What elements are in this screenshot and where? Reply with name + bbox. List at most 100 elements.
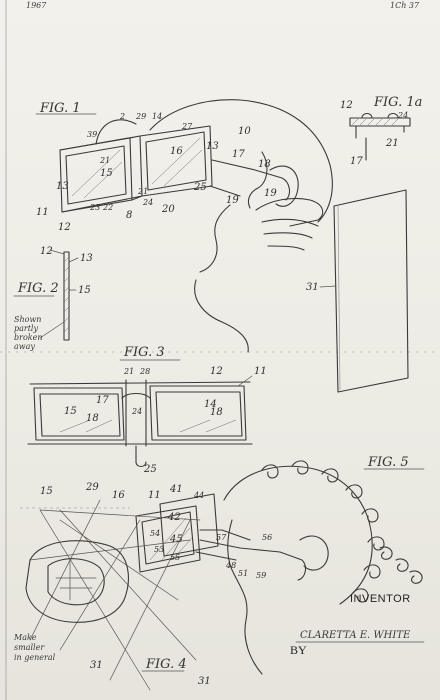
fig1-label-13: 11: [36, 207, 49, 218]
fig1-label-8: 17: [232, 149, 245, 160]
fig1a-label-1: 24: [397, 111, 408, 120]
fig4-label-17: 31: [198, 676, 211, 687]
fig4-label-11: 57: [216, 533, 227, 542]
fig4-label-1: 29: [85, 482, 99, 493]
fig4-front-lens: [135, 505, 201, 573]
fig4-label-15: 59: [256, 571, 266, 580]
fig4-title: FIG. 4: [145, 657, 187, 672]
fig1-label-15: 23: [89, 203, 100, 212]
fig4-lens-hatching: [149, 517, 193, 563]
fig3-leader-11: [237, 375, 253, 387]
fig1-label-1: 29: [135, 112, 146, 121]
fig1a-label-0: 12: [340, 100, 353, 111]
inventor-label: INVENTOR: [350, 593, 411, 605]
fig4-temple-arm: [195, 529, 307, 581]
fig1-label-9: 18: [258, 159, 271, 170]
fig1-label-7: 13: [206, 141, 219, 152]
fig1-rear-frame: [139, 125, 213, 197]
fig4-head-profile: [223, 465, 373, 675]
fig2-note-line-3: away: [14, 342, 35, 351]
fig4-label-2: 16: [112, 490, 125, 501]
inventor-name: CLARETTA E. WHITE: [300, 630, 411, 641]
fig3-label-0: 21: [123, 367, 134, 376]
fig3-label-9: 18: [210, 407, 223, 418]
signature-block: INVENTOR BY CLARETTA E. WHITE: [290, 593, 425, 657]
fig1-label-4: 10: [238, 126, 251, 137]
by-label: BY: [290, 643, 307, 657]
fig1-temple-arm: [209, 159, 291, 201]
fig3-label-2: 12: [210, 366, 223, 377]
fig1-label-14: 12: [58, 222, 71, 233]
margin-note-line-2: in general: [14, 653, 56, 662]
fig1-label-12: 13: [56, 181, 69, 192]
fig4-label-6: 42: [167, 512, 181, 523]
margin-note-line-1: smaller: [14, 643, 45, 652]
header-right: 1Ch 37: [390, 1, 420, 10]
fig1-hand: [255, 197, 324, 251]
fig4-group: FIG. 4 15 29 16 11 41 44 42 54 45 53 55 …: [20, 460, 423, 691]
fig2-lens-section: [63, 251, 70, 341]
fig1-label-19: 19: [264, 188, 277, 199]
fig1-connecting-rods: [59, 119, 143, 213]
fig1-group: FIG. 1 2 29 14 27 10 39 16 13 17 18 21: [35, 99, 333, 353]
fig2-note-line-2: broken: [14, 333, 43, 342]
panel-31-edge: [337, 205, 341, 391]
fig1-label-20: 19: [226, 195, 239, 206]
fig2-leader-lines: [39, 249, 79, 339]
fig1a-group: FIG. 1a 12 24 21 17: [340, 95, 422, 167]
fig2-label-0: 12: [40, 246, 53, 257]
fig4-label-0: 15: [40, 486, 53, 497]
fig1-title: FIG. 1: [39, 101, 81, 116]
fig4-label-10: 55: [170, 553, 180, 562]
fig4-label-5: 44: [193, 491, 204, 500]
fig2-note-line-1: partly: [14, 324, 38, 333]
fig4-hair-curls: [261, 460, 423, 603]
fig1-label-21: 24: [142, 198, 153, 207]
fig4-label-13: 48: [225, 561, 236, 570]
fig2-label-1: 13: [80, 253, 93, 264]
fig4-label-3: 11: [148, 490, 161, 501]
fig3-group: FIG. 3 21 28 12 11 17 14 15 18 24 18 25: [27, 345, 267, 475]
fig3-left-lens-frame: [33, 387, 125, 441]
fig1-label-10: 21: [99, 156, 110, 165]
fig1-front-frame: [59, 137, 133, 213]
fig3-label-6: 15: [64, 406, 77, 417]
fig1-label-23: 21: [137, 187, 148, 196]
fig2-label-2: 15: [78, 285, 91, 296]
fig3-label-7: 18: [86, 413, 99, 424]
fig2-title: FIG. 2: [17, 281, 59, 296]
fig3-label-3: 11: [254, 366, 267, 377]
fig3-top-bar: [27, 381, 253, 445]
fig1-head-profile: [149, 99, 333, 353]
fig3-label-4: 17: [96, 395, 109, 406]
fig4-label-12: 56: [262, 533, 272, 542]
fig3-lens-hatching: [59, 419, 237, 433]
fig1-label-5: 39: [87, 130, 97, 139]
fig4-label-4: 41: [169, 484, 183, 495]
fig1a-hatching: [351, 118, 399, 126]
fig2-group: FIG. 2 12 13 15 Shown partly broken away: [13, 246, 93, 351]
fig1a-title: FIG. 1a: [373, 95, 422, 110]
fig4-rear-frame: [159, 493, 219, 557]
panel-31-outline: [333, 189, 409, 393]
fig4-vehicle-detail: [55, 559, 97, 601]
fig1a-label-3: 17: [350, 156, 363, 167]
fig3-label-8: 24: [131, 407, 142, 416]
fig1-label-17: 8: [126, 210, 132, 221]
panel-31-leader: [319, 285, 337, 288]
fig4-label-7: 54: [150, 529, 160, 538]
fig3-label-10: 25: [143, 464, 157, 475]
fig1a-hinge-detail: [349, 112, 411, 139]
fig5-title: FIG. 5: [367, 455, 409, 470]
fig1-label-22: 20: [161, 204, 175, 215]
fig1-label-16: 22: [102, 203, 113, 212]
fig1a-label-2: 21: [385, 138, 399, 149]
fig5-group: FIG. 5: [363, 455, 425, 470]
fig4-label-8: 45: [169, 534, 183, 545]
fig3-right-lens-frame: [149, 385, 247, 441]
fig3-label-1: 28: [139, 367, 150, 376]
header-left: 1967: [26, 1, 47, 10]
fig1-label-3: 27: [181, 122, 193, 131]
fig4-label-9: 53: [154, 545, 164, 554]
panel-31-group: 31: [306, 189, 409, 393]
